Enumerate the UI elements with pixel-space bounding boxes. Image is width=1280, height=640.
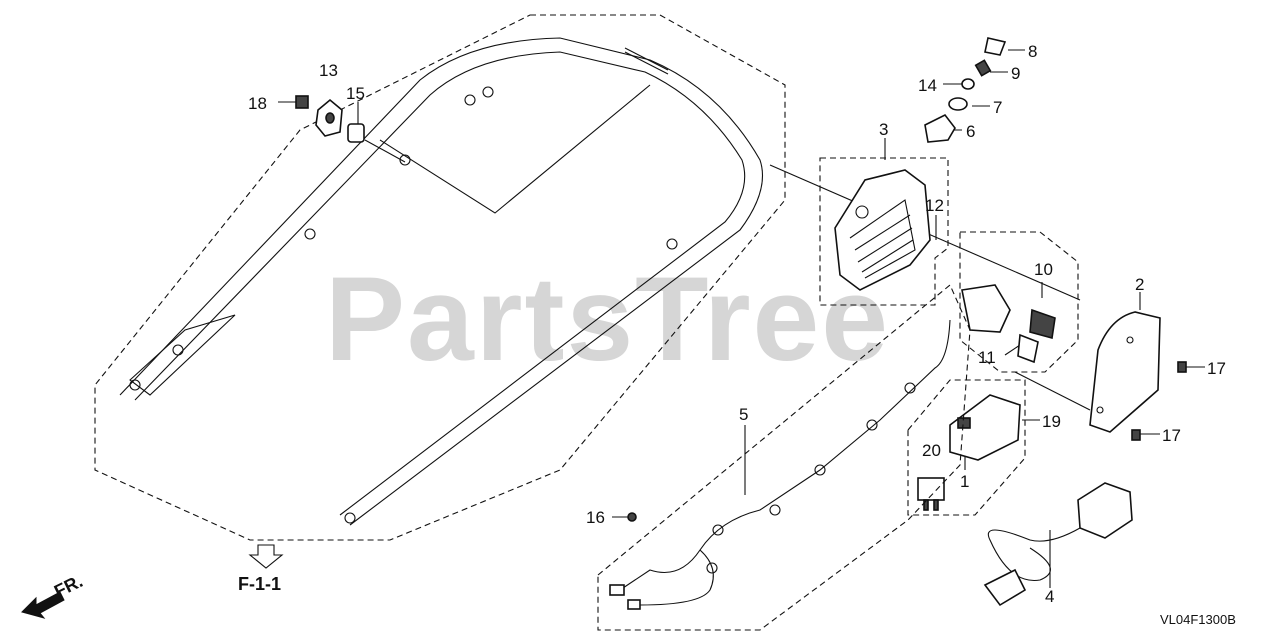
control-box-housing [834,169,931,291]
callout-4: 4 [1045,587,1054,606]
callout-8: 8 [1028,42,1037,61]
callout-6: 6 [966,122,975,141]
reference-label: F-1-1 [238,574,281,594]
front-direction-arrow-icon [21,591,65,619]
callout-5: 5 [739,405,748,424]
diagram-code: VL04F1300B [1160,612,1236,627]
connector-group-outline [959,231,1079,373]
callout-20: 20 [922,441,941,460]
battery-part [949,394,1021,461]
small-hardware-left [295,95,365,143]
key-switch-assembly [924,37,1007,143]
fuse-part [917,477,945,511]
charger-part [983,482,1133,607]
battery-group-outline [907,379,1026,516]
callout-18: 18 [248,94,267,113]
callout-16: 16 [586,508,605,527]
callout-14: 14 [918,76,937,95]
callout-1: 1 [960,472,969,491]
control-box-group-outline [819,157,949,306]
handle-dashed-outline [94,14,786,541]
callout-13: 13 [319,61,338,80]
watermark-text: PartsTree [325,252,890,386]
callout-9: 9 [1011,64,1020,83]
reference-arrow [248,544,284,569]
callout-12: 12 [925,196,944,215]
handle-frame [119,37,764,526]
callout-17-upper: 17 [1207,359,1226,378]
callout-7: 7 [993,98,1002,117]
callout-2: 2 [1135,275,1144,294]
callout-10: 10 [1034,260,1053,279]
cover-part [1014,311,1187,441]
callout-15: 15 [346,84,365,103]
wire-harness-outline [597,284,971,631]
callout-3: 3 [879,120,888,139]
wire-harness [609,319,951,610]
callout-11: 11 [978,348,996,367]
connector-parts [961,284,1056,364]
callout-19: 19 [1042,412,1061,431]
callout-17-lower: 17 [1162,426,1181,445]
